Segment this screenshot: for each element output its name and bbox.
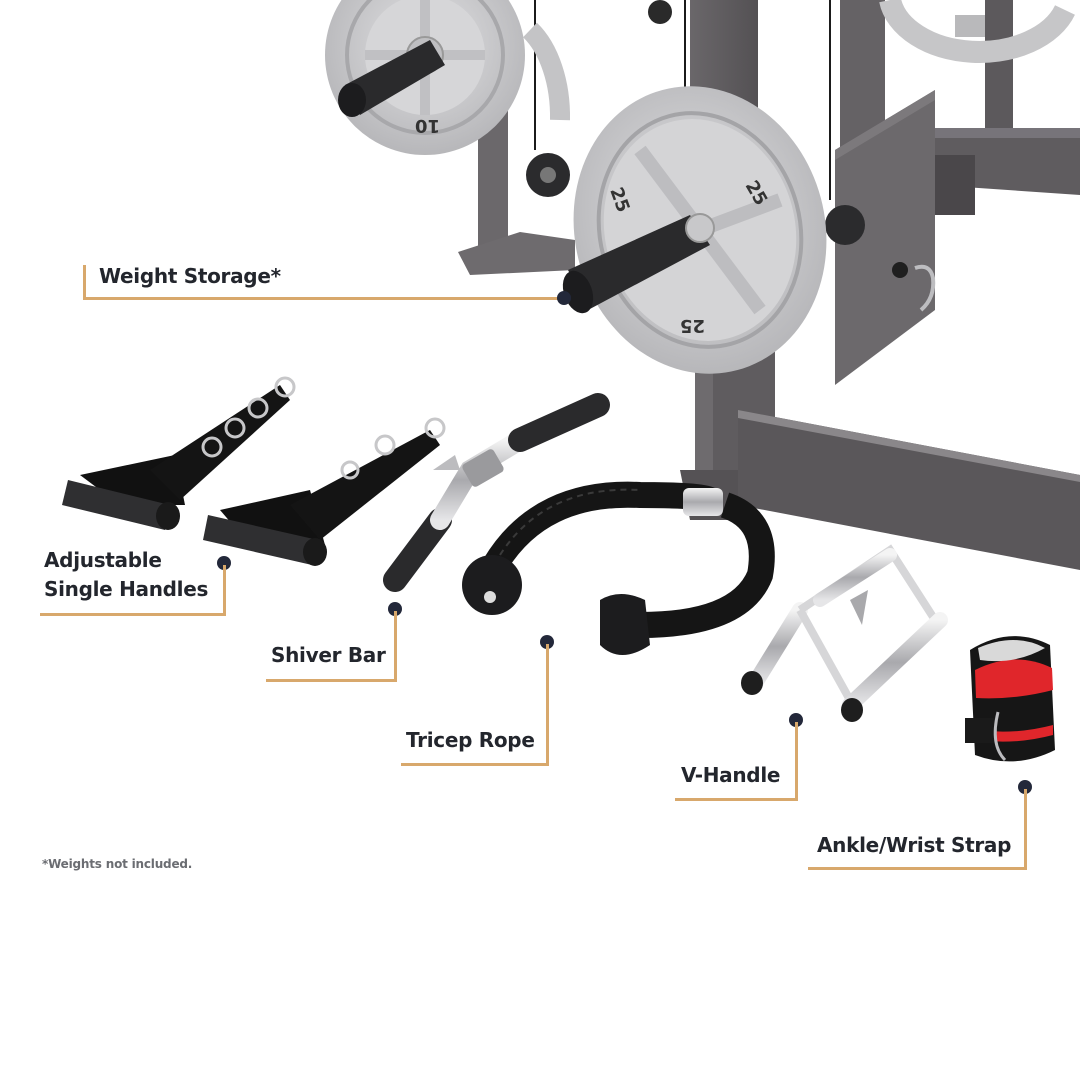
leader-line-horizontal [40, 613, 226, 616]
callout-label: Shiver Bar [271, 643, 386, 667]
callout-label-line2: Single Handles [44, 577, 209, 601]
marker-dot [388, 602, 402, 616]
svg-text:10: 10 [415, 115, 440, 136]
weight-plate-25-back-right [879, 0, 1075, 63]
ankle-wrist-strap [965, 636, 1055, 762]
leader-line-vertical [546, 644, 549, 766]
marker-dot [217, 556, 231, 570]
callout-label: Weight Storage* [99, 264, 281, 288]
marker-dot [789, 713, 803, 727]
leader-line-horizontal [266, 679, 397, 682]
leader-line-horizontal [808, 867, 1027, 870]
marker-dot [540, 635, 554, 649]
leader-line-vertical [223, 565, 226, 616]
leader-line-vertical [83, 265, 86, 300]
weight-plate-10-top-left: 10 [325, 0, 525, 155]
svg-text:25: 25 [680, 315, 705, 336]
marker-dot [1018, 780, 1032, 794]
leader-line-vertical [1024, 789, 1027, 870]
marker-dot [557, 291, 571, 305]
shiver-bar [383, 393, 610, 592]
v-handle [741, 544, 948, 722]
callout-label: Ankle/Wrist Strap [817, 833, 1012, 857]
callout-label: Tricep Rope [406, 728, 535, 752]
leader-line-vertical [394, 611, 397, 682]
leader-line-vertical [795, 722, 798, 801]
callout-label: V-Handle [681, 763, 781, 787]
weight-plate-10-back [522, 22, 571, 121]
weight-plate-25-front: 25 25 25 [562, 86, 827, 374]
single-handle-right [203, 417, 446, 566]
single-handle-left [62, 376, 296, 530]
leader-line-horizontal [401, 763, 549, 766]
leader-line-horizontal [675, 798, 798, 801]
leader-line-horizontal [83, 297, 558, 300]
tricep-rope [462, 481, 775, 655]
footnote: *Weights not included. [42, 857, 193, 871]
callout-label-line1: Adjustable [44, 548, 162, 572]
